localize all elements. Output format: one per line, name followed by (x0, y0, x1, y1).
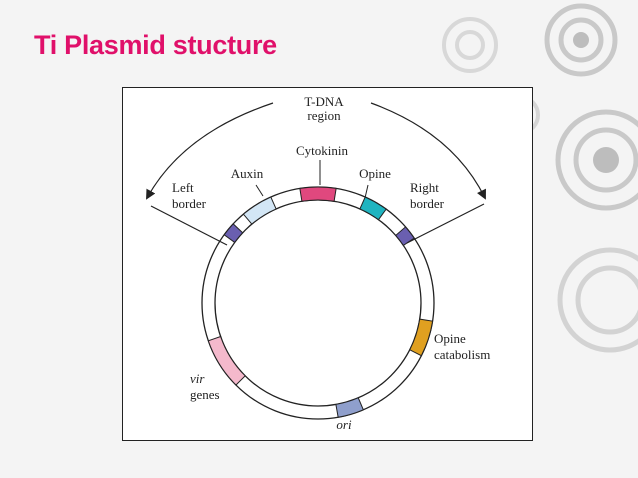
ori-segment (335, 397, 364, 418)
vir-genes-label-line2: genes (190, 387, 220, 402)
auxin-segment (242, 196, 277, 225)
plasmid-ring-inner (214, 199, 422, 407)
right-border-line (406, 203, 485, 244)
opine-catabolism-segment (409, 318, 434, 357)
gene-segments (207, 186, 434, 418)
t-dna-arc-left (146, 102, 274, 200)
vir-genes-segment (207, 335, 246, 386)
right-border-segment (395, 226, 415, 247)
auxin-leader (255, 184, 264, 197)
opine-catabolism-label-line2: catabolism (434, 347, 490, 362)
plasmid-diagram: T-DNA region Cytokinin Auxin Opine Left … (146, 94, 490, 432)
vir-genes-label-line1: vir (190, 371, 205, 386)
ori-label: ori (336, 417, 352, 432)
left-border-label-line2: border (172, 196, 207, 211)
left-border-segment (223, 223, 244, 244)
cytokinin-label: Cytokinin (296, 143, 349, 158)
right-border-label-line1: Right (410, 180, 439, 195)
opine-catabolism-label-line1: Opine (434, 331, 466, 346)
t-dna-label-line1: T-DNA (304, 94, 344, 109)
ti-plasmid-figure: T-DNA region Cytokinin Auxin Opine Left … (122, 87, 533, 441)
cytokinin-segment (299, 186, 337, 202)
opine-leader (364, 184, 369, 199)
slide-title: Ti Plasmid stucture (34, 30, 277, 60)
opine-label: Opine (359, 166, 391, 181)
t-dna-label-line2: region (307, 108, 341, 123)
t-dna-arc-right (370, 102, 486, 200)
opine-segment (359, 196, 387, 221)
auxin-label: Auxin (231, 166, 264, 181)
right-border-label-line2: border (410, 196, 445, 211)
left-border-label-line1: Left (172, 180, 194, 195)
left-border-line (150, 205, 228, 246)
